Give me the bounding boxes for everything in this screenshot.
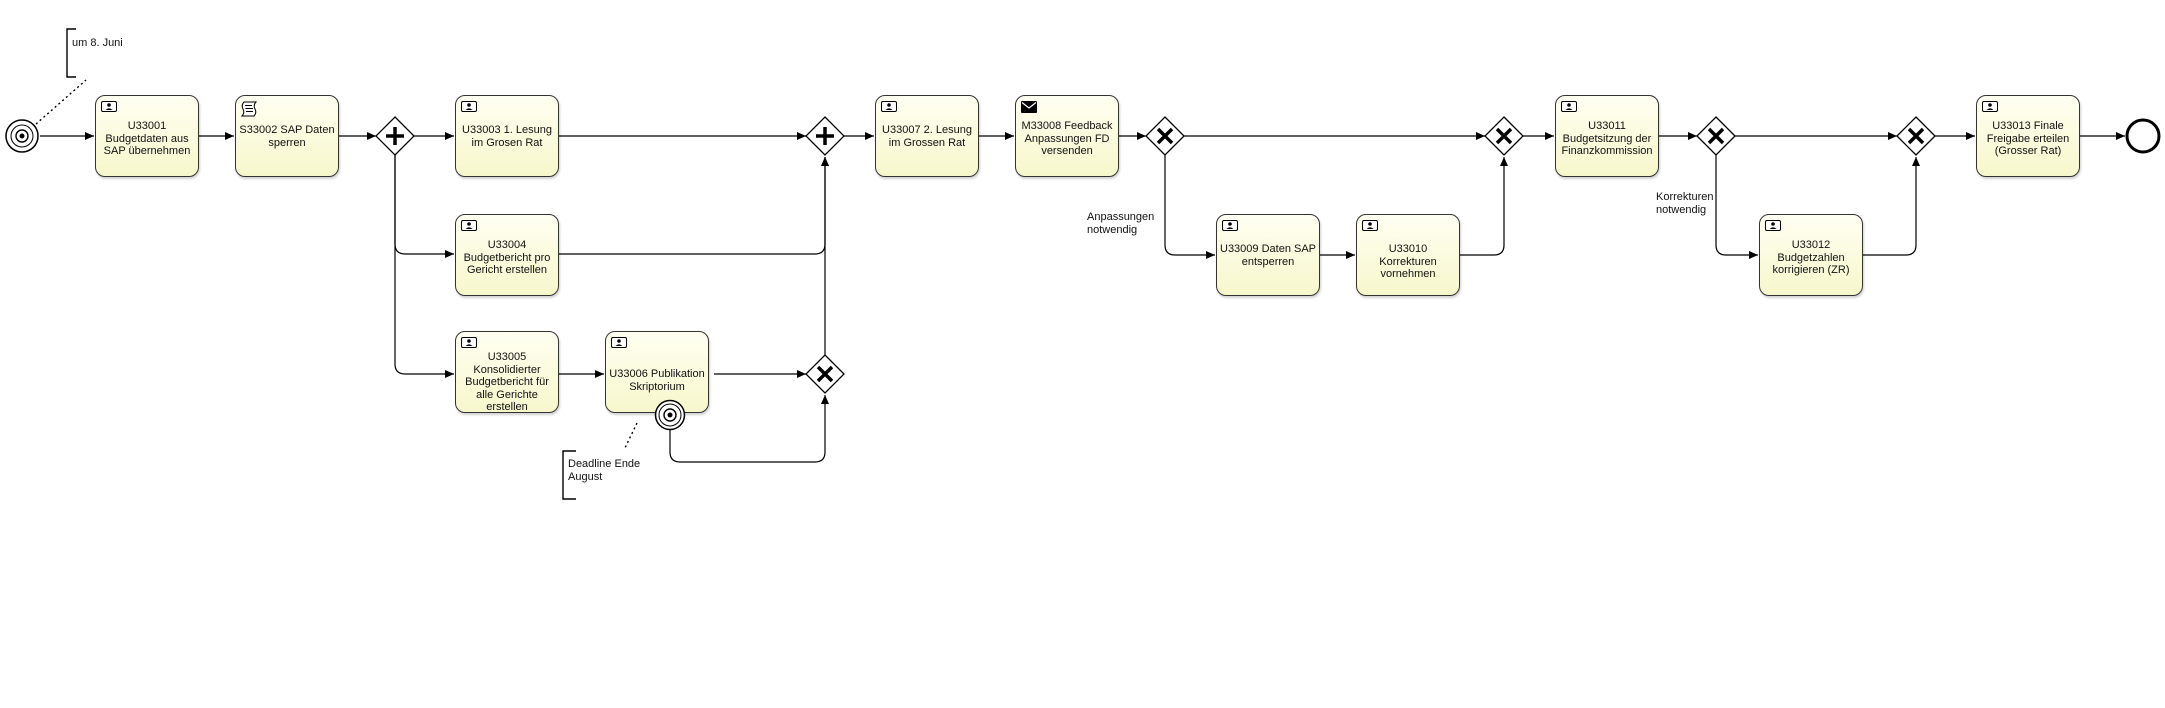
task-m33008[interactable]: M33008 Feedback Anpassungen FD versenden bbox=[1015, 95, 1119, 177]
flow-label-korrekturen-notwendig: Korrekturen notwendig bbox=[1656, 191, 1714, 216]
task-u33003[interactable]: U33003 1. Lesung im Grosen Rat bbox=[455, 95, 559, 177]
task-label: S33002 SAP Daten sperren bbox=[239, 124, 335, 149]
end-event[interactable] bbox=[2125, 118, 2161, 154]
task-label: U33013 Finale Freigabe erteilen (Grosser… bbox=[1986, 120, 2070, 157]
association-deadline-annotation bbox=[623, 422, 638, 451]
task-label: U33006 Publikation Skriptorium bbox=[609, 368, 705, 393]
exclusive-gateway-anpassungen[interactable] bbox=[1145, 116, 1185, 156]
user-task-icon bbox=[461, 220, 477, 231]
task-u33001[interactable]: U33001 Budgetdaten aus SAP übernehmen bbox=[95, 95, 199, 177]
script-task-icon bbox=[240, 101, 258, 117]
exclusive-merge-gateway-publication[interactable] bbox=[805, 354, 845, 394]
annotation-bracket-deadline bbox=[562, 450, 576, 500]
exclusive-merge-gateway-korrekturen[interactable] bbox=[1896, 116, 1936, 156]
task-label: U33007 2. Lesung im Grossen Rat bbox=[882, 124, 972, 149]
plus-icon bbox=[386, 127, 404, 145]
flow-split-to-u33004[interactable] bbox=[394, 155, 454, 258]
exclusive-gateway-korrekturen[interactable] bbox=[1696, 116, 1736, 156]
flow-u33004-to-parallel-join[interactable] bbox=[559, 157, 829, 255]
x-icon bbox=[1907, 127, 1925, 145]
x-icon bbox=[816, 365, 834, 383]
user-task-icon bbox=[101, 101, 117, 112]
flow-gateway-2-to-u33012[interactable] bbox=[1715, 155, 1758, 259]
flow-split-to-u33005[interactable] bbox=[394, 155, 454, 378]
parallel-join-gateway[interactable] bbox=[805, 116, 845, 156]
x-icon bbox=[1707, 127, 1725, 145]
user-task-icon bbox=[1982, 101, 1998, 112]
task-u33011[interactable]: U33011 Budgetsitzung der Finanzkommissio… bbox=[1555, 95, 1659, 177]
start-timer-event[interactable] bbox=[5, 119, 39, 153]
task-label: U33011 Budgetsitzung der Finanzkommissio… bbox=[1561, 120, 1653, 157]
x-icon bbox=[1156, 127, 1174, 145]
exclusive-merge-gateway-anpassungen[interactable] bbox=[1484, 116, 1524, 156]
task-label: U33009 Daten SAP entsperren bbox=[1220, 243, 1317, 268]
flow-u33010-to-merge-1[interactable] bbox=[1460, 157, 1508, 256]
task-label: U33004 Budgetbericht pro Gericht erstell… bbox=[463, 239, 551, 276]
task-label: M33008 Feedback Anpassungen FD versenden bbox=[1021, 120, 1113, 157]
task-u33013[interactable]: U33013 Finale Freigabe erteilen (Grosser… bbox=[1976, 95, 2080, 177]
user-task-icon bbox=[1222, 220, 1238, 231]
user-task-icon bbox=[1561, 101, 1577, 112]
task-u33007[interactable]: U33007 2. Lesung im Grossen Rat bbox=[875, 95, 979, 177]
flow-gateway-1-to-u33009[interactable] bbox=[1164, 155, 1215, 259]
flow-timer-boundary-to-exclusive-merge[interactable] bbox=[669, 395, 829, 463]
task-label: U33012 Budgetzahlen korrigieren (ZR) bbox=[1772, 239, 1850, 276]
flow-label-anpassungen-notwendig: Anpassungen notwendig bbox=[1087, 211, 1155, 236]
annotation-bracket-start-timer bbox=[66, 28, 76, 78]
plus-icon bbox=[816, 127, 834, 145]
task-label: U33005 Konsolidierter Budgetbericht für … bbox=[465, 351, 549, 413]
task-u33005[interactable]: U33005 Konsolidierter Budgetbericht für … bbox=[455, 331, 559, 413]
task-label: U33003 1. Lesung im Grosen Rat bbox=[462, 124, 552, 149]
task-u33006[interactable]: U33006 Publikation Skriptorium bbox=[605, 331, 709, 413]
task-u33012[interactable]: U33012 Budgetzahlen korrigieren (ZR) bbox=[1759, 214, 1863, 296]
annotation-start-timer-text: um 8. Juni bbox=[72, 37, 123, 49]
task-label: U33001 Budgetdaten aus SAP übernehmen bbox=[103, 120, 191, 157]
user-task-icon bbox=[611, 337, 627, 348]
user-task-icon bbox=[1362, 220, 1378, 231]
annotation-deadline-text: Deadline Ende August bbox=[568, 458, 641, 483]
association-start-timer-annotation bbox=[35, 79, 87, 125]
x-icon bbox=[1495, 127, 1513, 145]
task-u33009[interactable]: U33009 Daten SAP entsperren bbox=[1216, 214, 1320, 296]
task-label: U33010 Korrekturen vornehmen bbox=[1379, 243, 1437, 280]
user-task-icon bbox=[461, 101, 477, 112]
task-u33010[interactable]: U33010 Korrekturen vornehmen bbox=[1356, 214, 1460, 296]
boundary-timer-event[interactable] bbox=[654, 399, 686, 431]
flow-u33012-to-merge-2[interactable] bbox=[1863, 157, 1920, 256]
user-task-icon bbox=[461, 337, 477, 348]
user-task-icon bbox=[1765, 220, 1781, 231]
task-u33004[interactable]: U33004 Budgetbericht pro Gericht erstell… bbox=[455, 214, 559, 296]
parallel-split-gateway[interactable] bbox=[375, 116, 415, 156]
user-task-icon bbox=[881, 101, 897, 112]
task-s33002[interactable]: S33002 SAP Daten sperren bbox=[235, 95, 339, 177]
send-message-envelope-icon bbox=[1021, 101, 1037, 113]
